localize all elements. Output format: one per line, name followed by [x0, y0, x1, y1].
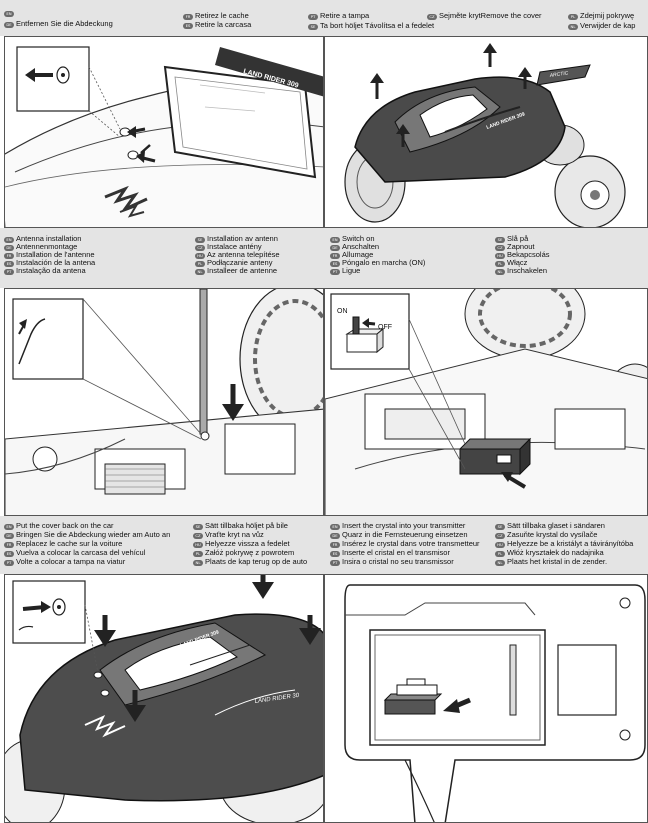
illustration-car-body-clip: LAND RIDER 309 [5, 46, 323, 227]
illustration-car-cover-replace: LAND RIDER 309 LAND RIDER 30 [5, 575, 323, 822]
illustration-car-lifted: LAND RIDER 309 ARCTIC [344, 43, 626, 227]
illustration-transmitter-crystal [344, 584, 646, 822]
panel-antenna [4, 288, 324, 516]
illustration-antenna-installation [5, 289, 323, 515]
panel-replace-cover: LAND RIDER 309 LAND RIDER 30 [4, 574, 324, 823]
switch-on-label: ON [337, 308, 348, 315]
panel-remove-cover-left: LAND RIDER 309 [4, 36, 324, 228]
panel-insert-crystal [324, 574, 648, 823]
panel-remove-cover-right: LAND RIDER 309 ARCTIC [324, 36, 648, 228]
step-label-remove-cover-en: EN [4, 9, 16, 17]
switch-off-label: OFF [378, 324, 392, 331]
panel-switch-on: ON OFF [324, 288, 648, 516]
wing-logo: ARCTIC [548, 70, 569, 79]
illustration-power-switch: ON OFF [325, 289, 647, 515]
